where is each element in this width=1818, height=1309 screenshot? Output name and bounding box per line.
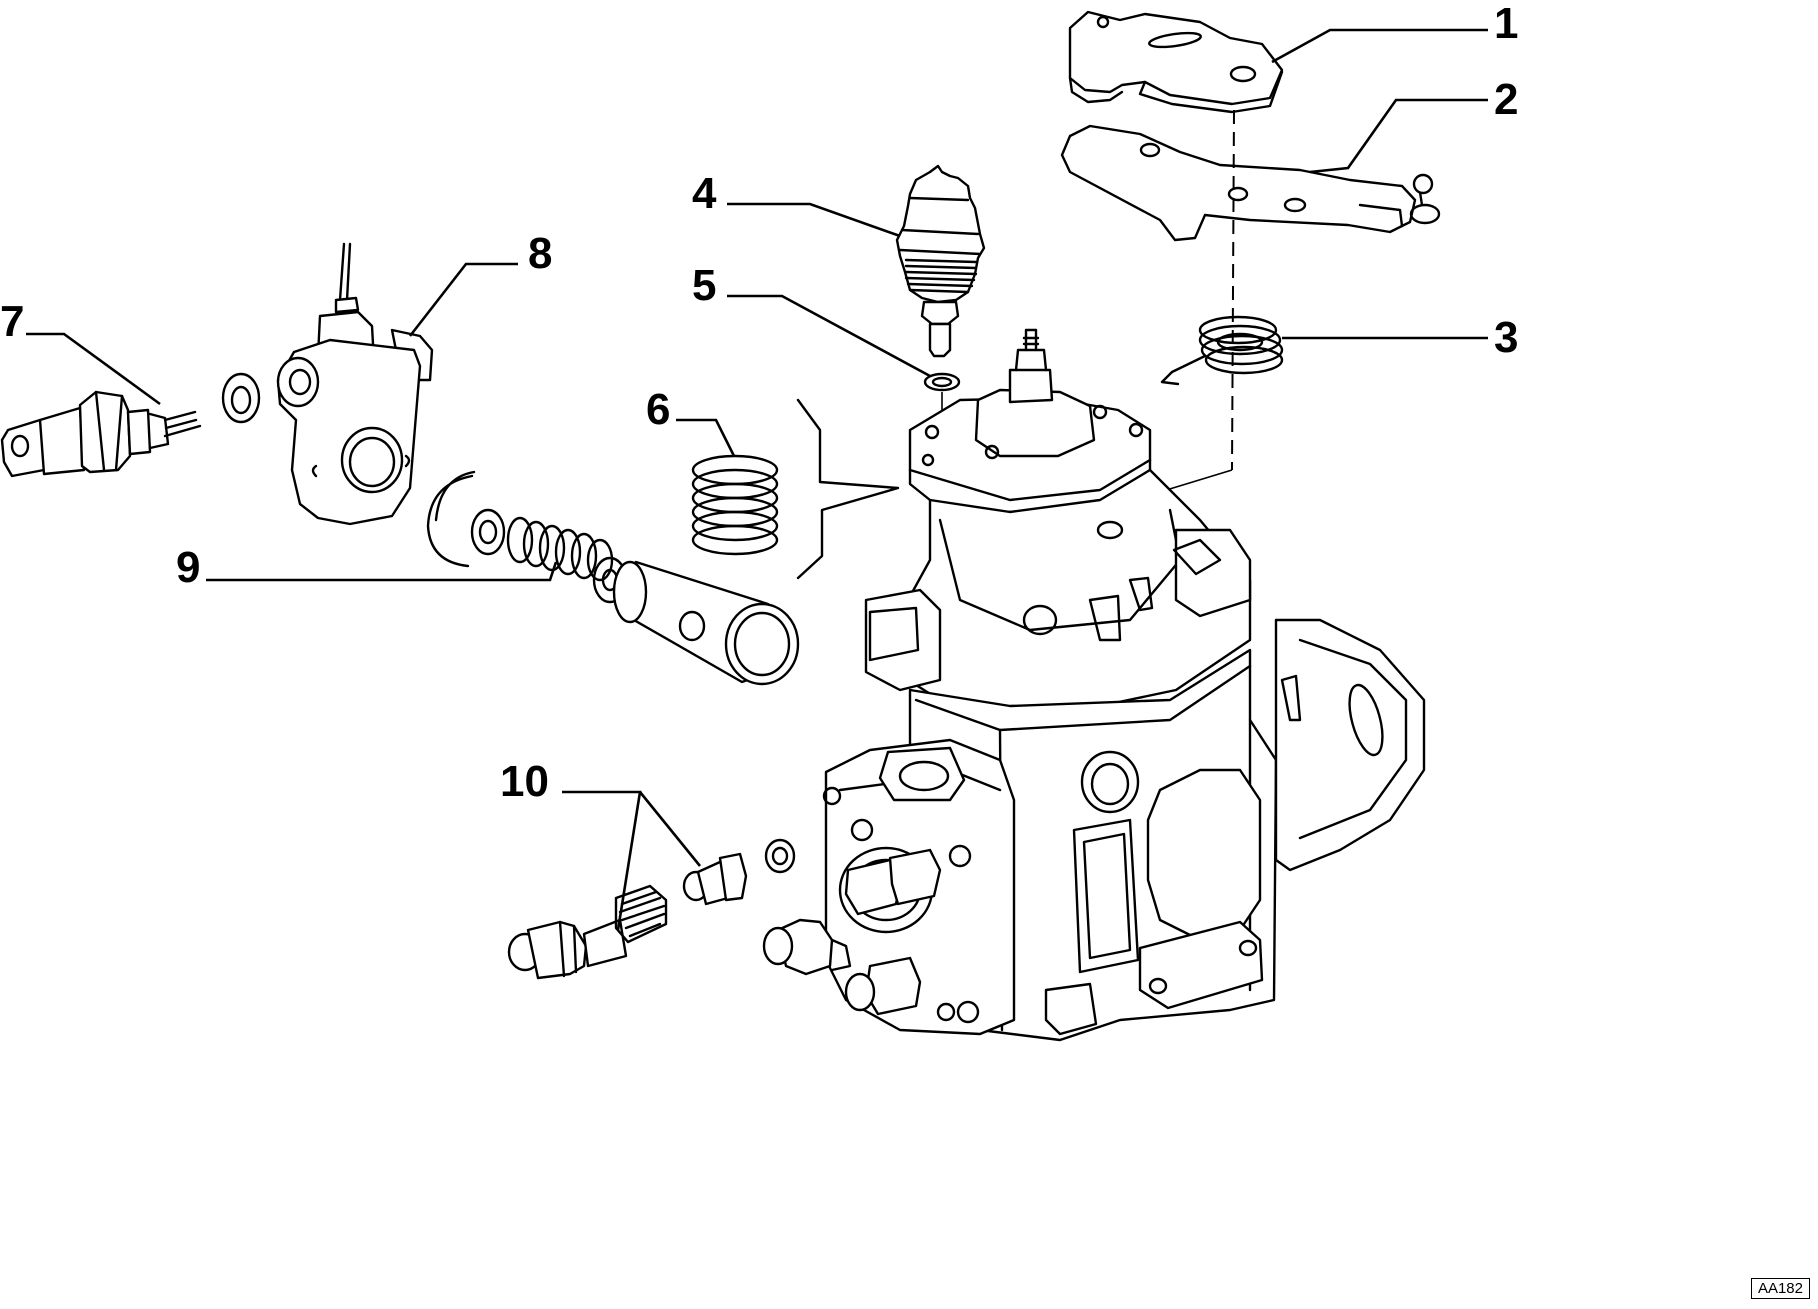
injection-pump-body	[762, 328, 1426, 1042]
reference-code-label: AA182	[1750, 1278, 1810, 1299]
piston-spring-assembly	[426, 470, 800, 686]
callout-3: 3	[1494, 313, 1518, 362]
alignment-axis-1	[1231, 109, 1235, 471]
callout-5: 5	[692, 261, 716, 310]
callout-10: 10	[500, 757, 549, 806]
solenoid-valve	[895, 164, 986, 358]
temperature-sensor	[0, 390, 202, 478]
callout-8: 8	[528, 229, 552, 278]
callout-1: 1	[1494, 0, 1518, 48]
sealing-washer	[923, 372, 961, 392]
callout-6: 6	[646, 385, 670, 434]
callout-4: 4	[692, 169, 717, 218]
control-lever-plate	[1060, 124, 1441, 242]
banjo-bolt-fittings	[507, 838, 796, 980]
governor-cover-plate	[1068, 10, 1284, 114]
callout-2: 2	[1494, 75, 1518, 124]
o-ring-washer	[221, 372, 261, 424]
group-bracket	[796, 398, 900, 580]
leader-lines	[26, 28, 1488, 931]
callout-9: 9	[176, 543, 200, 592]
torsion-spring	[1160, 315, 1284, 386]
compression-spring	[691, 454, 779, 556]
callout-7: 7	[0, 297, 24, 346]
delivery-valve-fittings	[762, 846, 956, 1022]
cold-start-bracket	[276, 242, 434, 526]
